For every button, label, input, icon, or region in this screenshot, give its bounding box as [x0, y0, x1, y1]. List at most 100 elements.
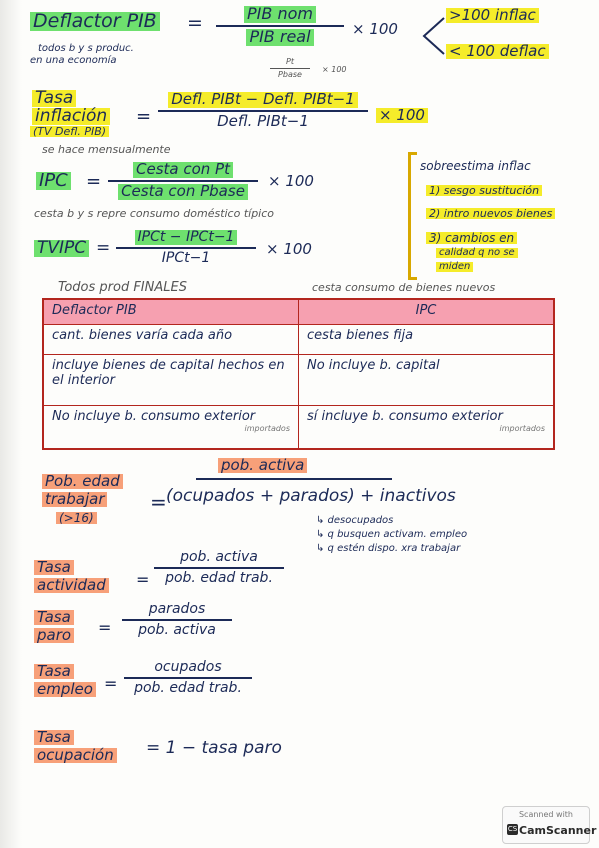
inflacion-fraction: Defl. PIBt − Defl. PIBt−1 Defl. PIBt−1 [158, 91, 368, 130]
inflacion-num: Defl. PIBt − Defl. PIBt−1 [168, 91, 358, 108]
fraction-bar [108, 179, 258, 182]
fraction-bar [124, 676, 252, 679]
deflactor-eq: = [187, 12, 203, 34]
table-cell-with-sub: No incluye b. consumo exterior importado… [42, 405, 299, 450]
actividad-den: pob. edad trab. [165, 569, 273, 586]
empleo-num: ocupados [154, 659, 222, 675]
deflactor-den: PIB real [246, 28, 314, 46]
table-cell-subnote: importados [499, 424, 545, 434]
deflactor-note2: en una economía [30, 55, 117, 66]
ipc-eq: = [86, 171, 102, 192]
empleo-label2: empleo [34, 682, 96, 697]
yellow-bracket [408, 152, 417, 280]
empleo-label1: Tasa [34, 664, 74, 679]
watermark-line2: CamScanner [519, 824, 597, 837]
inflacion-label1: Tasa [32, 90, 77, 107]
inflacion-times: × 100 [376, 108, 428, 123]
fraction-bar [158, 109, 368, 112]
pob-label2: trabajar [42, 492, 108, 507]
fraction-bar [154, 566, 284, 569]
watermark-line1: Scanned with [518, 810, 574, 819]
table-header-deflactor: Deflactor PIB [42, 298, 299, 325]
sobreestima-title: sobreestima inflac [420, 159, 531, 173]
actividad-label1: Tasa [34, 560, 74, 575]
table-row: incluye bienes de capital hechos en el i… [42, 354, 555, 407]
tvipc-eq: = [96, 238, 111, 258]
empleo-den: pob. edad trab. [134, 679, 242, 696]
ocupacion-label2: ocupación [34, 748, 117, 763]
sobreestima-item3c: miden [436, 262, 474, 272]
table-row: No incluye b. consumo exterior importado… [42, 405, 555, 450]
page-shadow-edge [0, 0, 22, 848]
deflactor-fraction: PIB nom PIB real [216, 5, 344, 46]
sobreestima-item3b: calidad q no se [436, 248, 518, 258]
sobreestima-item1: 1) sesgo sustitución [426, 185, 543, 196]
table-row: cant. bienes varía cada año cesta bienes… [42, 323, 555, 356]
pob-formula: (ocupados + parados) + inactivos [166, 486, 456, 506]
actividad-eq: = [136, 570, 150, 589]
ipc-den: Cesta con Pbase [118, 183, 248, 200]
paro-den: pob. activa [138, 621, 216, 638]
small-den: Pbase [278, 70, 302, 80]
paro-fraction: parados pob. activa [122, 602, 232, 637]
table-cell-with-sub: sí incluye b. consumo exterior importado… [298, 405, 555, 450]
inflacion-label2: inflación [32, 108, 111, 125]
deflactor-small-times: × 100 [322, 65, 347, 74]
ipc-note: cesta b y s repre consumo doméstico típi… [34, 207, 275, 220]
actividad-num: pob. activa [180, 549, 258, 565]
table-cell-text: No incluye b. consumo exterior [52, 409, 256, 425]
table-above-left: Todos prod FINALES [58, 280, 187, 295]
paro-label1: Tasa [34, 610, 74, 625]
table-cell: cesta bienes fija [298, 323, 555, 356]
table-cell-subnote: importados [244, 424, 290, 434]
deflactor-note1: todos b y s produc. [38, 43, 134, 54]
deflactor-times: × 100 [352, 20, 398, 38]
inflacion-eq: = [136, 106, 152, 127]
ipc-label: IPC [36, 172, 71, 190]
deflactor-right-top: >100 inflac [446, 8, 539, 23]
table-header-row: Deflactor PIB IPC [42, 298, 555, 325]
table-cell-text: sí incluye b. consumo exterior [307, 409, 503, 425]
table-cell: No incluye b. capital [298, 354, 555, 407]
branch-arrows-icon [422, 17, 445, 55]
empleo-eq: = [104, 674, 118, 693]
inflacion-den: Defl. PIBt−1 [217, 111, 309, 130]
pob-note3: ↳ q estén dispo. xra trabajar [316, 543, 461, 554]
pob-label1: Pob. edad [42, 474, 123, 489]
tvipc-label: TVIPC [34, 240, 90, 257]
comparison-table: Deflactor PIB IPC cant. bienes varía cad… [42, 298, 555, 450]
fraction-bar [122, 618, 232, 621]
paro-label2: paro [34, 628, 75, 643]
pob-note1: ↳ desocupados [316, 515, 394, 526]
ipc-fraction: Cesta con Pt Cesta con Pbase [108, 161, 258, 200]
fraction-bar [116, 246, 256, 249]
actividad-label2: actividad [34, 578, 109, 593]
ipc-num: Cesta con Pt [133, 161, 233, 178]
ocupacion-formula: = 1 − tasa paro [146, 738, 282, 758]
tvipc-fraction: IPCt − IPCt−1 IPCt−1 [116, 230, 256, 265]
deflactor-small-fraction: Pt Pbase [270, 57, 310, 80]
tvipc-num: IPCt − IPCt−1 [134, 230, 238, 245]
ipc-times: × 100 [268, 172, 314, 190]
camscanner-watermark: Scanned with CS CamScanner [502, 806, 596, 844]
fraction-bar [216, 24, 344, 27]
sobreestima-item2: 2) intro nuevos bienes [426, 208, 556, 219]
deflactor-title: Deflactor PIB [30, 12, 160, 31]
small-num: Pt [286, 57, 294, 66]
tvipc-times: × 100 [266, 240, 312, 258]
pob-top: pob. activa [218, 458, 308, 473]
paro-eq: = [98, 618, 112, 637]
table-cell: cant. bienes varía cada año [42, 323, 299, 356]
paro-num: parados [148, 601, 206, 617]
inflacion-note: se hace mensualmente [42, 143, 171, 156]
ocupacion-label1: Tasa [34, 730, 74, 745]
table-cell: incluye bienes de capital hechos en el i… [42, 354, 299, 407]
pob-note2: ↳ q busquen activam. empleo [316, 529, 468, 540]
empleo-fraction: ocupados pob. edad trab. [124, 660, 252, 695]
pob-eq: = [150, 490, 167, 514]
sobreestima-item3a: 3) cambios en [426, 232, 518, 244]
inflacion-label3: (TV Defl. PIB) [30, 126, 110, 137]
table-above-right: cesta consumo de bienes nuevos [312, 281, 496, 294]
table-header-ipc: IPC [298, 298, 555, 325]
